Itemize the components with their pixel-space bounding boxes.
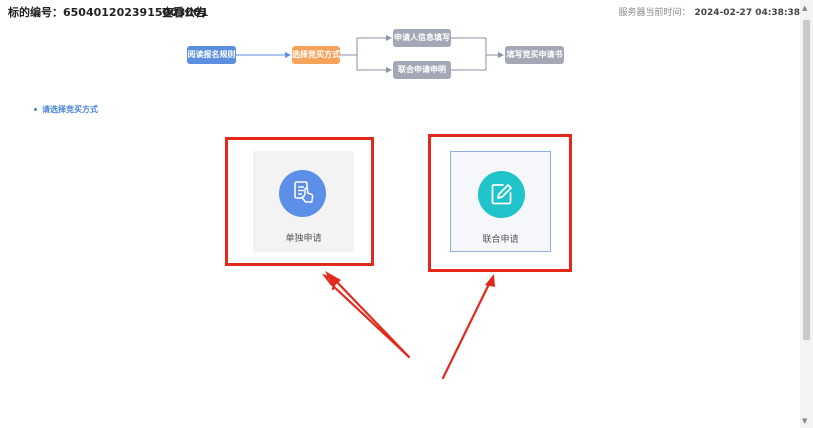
step-read-rules: 阅读报名规则: [187, 46, 236, 64]
server-time: 服务器当前时间：2024-02-27 04:38:38: [619, 5, 801, 18]
annotation-arrowhead-right: [485, 274, 495, 287]
top-bar: 标的编号：6504012023915003001 查看公告 服务器当前时间：20…: [0, 0, 800, 20]
joint-application-label: 联合申请: [482, 235, 519, 245]
flow-arrow-3: [356, 55, 392, 73]
vertical-scrollbar[interactable]: ▲ ▼: [800, 0, 813, 428]
scroll-down-icon[interactable]: ▼: [802, 417, 808, 425]
view-notice-link[interactable]: 查看公告: [162, 6, 206, 19]
section-title-text: 请选择竞买方式: [42, 105, 98, 114]
scroll-thumb[interactable]: [803, 20, 810, 340]
bullet-dot: [34, 108, 37, 111]
server-time-value: 2024-02-27 04:38:38: [694, 8, 800, 18]
step-fill-application: 填写竞买申请书: [505, 46, 564, 64]
highlight-box-single: [225, 137, 374, 266]
step-choose-method: 选择竞买方式: [292, 46, 340, 64]
flow-connectors: [236, 35, 504, 73]
single-application-option[interactable]: 单独申请: [253, 151, 354, 252]
process-flow: 阅读报名规则 选择竞买方式 申请人信息填写 联合申请申明 填写竞买申请书: [0, 0, 800, 90]
step-applicant-info: 申请人信息填写: [393, 29, 451, 47]
joint-application-option[interactable]: 联合申请: [450, 151, 551, 252]
annotation-arrow-right: [441, 280, 492, 380]
section-title: 请选择竞买方式: [34, 104, 98, 115]
highlight-box-joint: [428, 134, 572, 272]
server-time-label: 服务器当前时间：: [618, 8, 691, 18]
flow-arrow-2: [340, 35, 392, 56]
flow-merge-line: [451, 37, 487, 71]
scroll-up-icon[interactable]: ▲: [802, 4, 808, 12]
annotation-arrow-left: [321, 273, 411, 359]
single-application-label: 单独申请: [285, 234, 322, 244]
step-joint-declaration: 联合申请申明: [393, 61, 451, 79]
edit-icon: [478, 171, 525, 218]
document-hand-icon: [279, 170, 326, 217]
annotation-arrowhead-left: [325, 271, 341, 287]
bid-number: 标的编号：6504012023915003001: [8, 6, 209, 19]
